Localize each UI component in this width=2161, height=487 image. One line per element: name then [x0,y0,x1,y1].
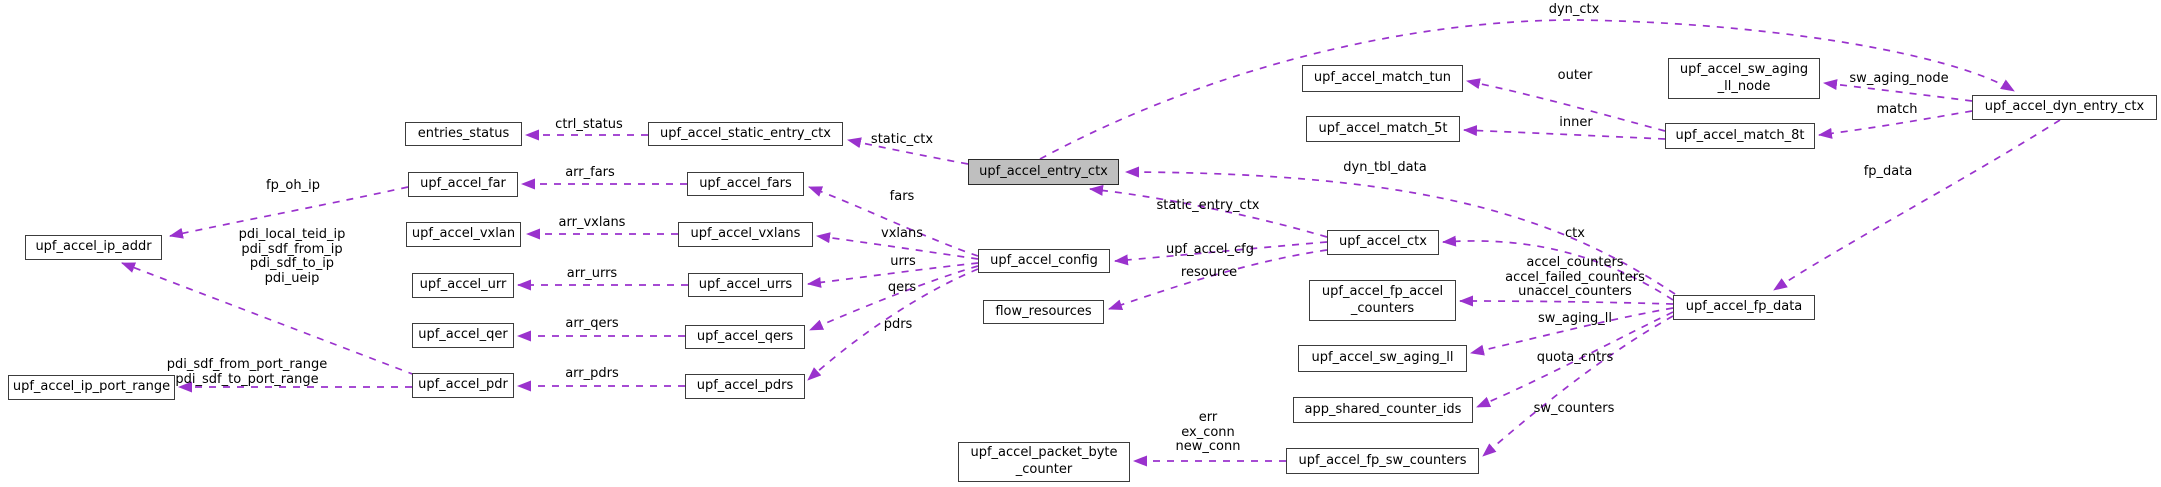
edge-dyn_ctx [1039,19,2015,160]
node-upf_accel_urr[interactable]: upf_accel_urr [412,273,514,298]
node-upf_accel_qer[interactable]: upf_accel_qer [412,323,514,348]
edge-fp_data [1773,119,2061,291]
node-upf_accel_urrs[interactable]: upf_accel_urrs [688,273,803,297]
node-upf_accel_sw_aging_ll[interactable]: upf_accel_sw_aging_ll [1298,345,1467,372]
edge-qers [809,265,979,331]
edge-vxlans [816,232,979,260]
edge-match [1818,110,1973,139]
edge-fars [808,186,979,257]
node-upf_accel_match_tun[interactable]: upf_accel_match_tun [1302,65,1463,92]
node-upf_accel_ctx[interactable]: upf_accel_ctx [1327,230,1439,255]
node-upf_accel_ip_addr[interactable]: upf_accel_ip_addr [25,235,162,260]
edge-pdrs [807,268,979,381]
node-upf_accel_fp_sw_counters[interactable]: upf_accel_fp_sw_counters [1286,448,1479,474]
node-upf_accel_config[interactable]: upf_accel_config [978,249,1110,273]
node-upf_accel_fp_accel_counters[interactable]: upf_accel_fp_accel _counters [1309,280,1456,321]
edge-outer [1466,78,1666,132]
node-upf_accel_pdr[interactable]: upf_accel_pdr [412,373,514,398]
edge-urrs [807,262,979,288]
node-entries_status[interactable]: entries_status [405,122,522,146]
edge-static_entry_ctx [1089,184,1328,238]
node-upf_accel_far[interactable]: upf_accel_far [408,172,518,197]
node-upf_accel_dyn_entry_ctx[interactable]: upf_accel_dyn_entry_ctx [1972,95,2157,120]
edge-sw_aging_node [1823,79,1973,102]
edge-paths [121,19,2061,467]
node-upf_accel_match_8t[interactable]: upf_accel_match_8t [1665,123,1815,149]
node-upf_accel_entry_ctx[interactable]: upf_accel_entry_ctx [968,159,1119,185]
node-upf_accel_fp_data[interactable]: upf_accel_fp_data [1673,295,1815,320]
node-upf_accel_vxlans[interactable]: upf_accel_vxlans [678,222,813,247]
node-upf_accel_qers[interactable]: upf_accel_qers [685,325,805,349]
edge-dyn_tbl_data [1125,166,1676,295]
edge-static_ctx [847,137,969,165]
node-upf_accel_sw_aging_ll_node[interactable]: upf_accel_sw_aging _ll_node [1668,58,1820,99]
node-upf_accel_match_5t[interactable]: upf_accel_match_5t [1306,116,1460,142]
node-upf_accel_packet_byte_counter[interactable]: upf_accel_packet_byte _counter [958,442,1130,482]
edge-resource [1108,249,1328,311]
node-upf_accel_fars[interactable]: upf_accel_fars [687,172,804,196]
edge-fp_oh_ip [169,186,409,239]
node-upf_accel_pdrs[interactable]: upf_accel_pdrs [685,374,805,399]
edge-accel_counters [1459,295,1674,307]
edge-sw_aging_ll [1470,307,1674,356]
node-upf_accel_static_entry_ctx[interactable]: upf_accel_static_entry_ctx [648,122,843,146]
edge-sw_counters [1482,315,1674,457]
edge-upf_accel_cfg [1114,241,1328,266]
node-upf_accel_ip_port_range[interactable]: upf_accel_ip_port_range [8,375,175,400]
node-flow_resources[interactable]: flow_resources [983,300,1104,324]
edge-quota_cntrs [1476,311,1674,408]
node-upf_accel_vxlan[interactable]: upf_accel_vxlan [406,222,521,247]
edge-inner [1463,125,1666,140]
edge-pdi_ip [121,262,416,376]
node-app_shared_counter_ids[interactable]: app_shared_counter_ids [1293,397,1473,423]
